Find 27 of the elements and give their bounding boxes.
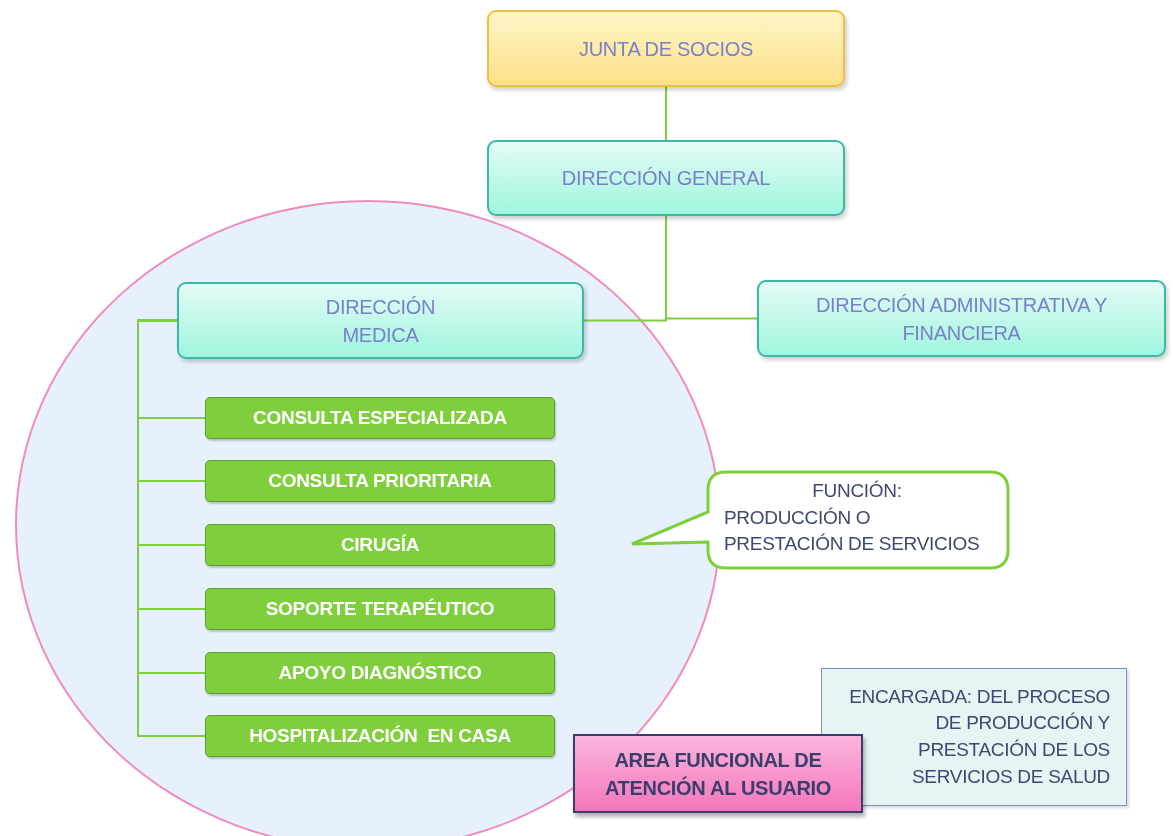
unit-box [205,524,555,566]
title-box [573,734,863,813]
node-label: CONSULTA PRIORITARIA [268,468,492,493]
department-box [177,282,584,359]
node-label: APOYO DIAGNÓSTICO [278,660,482,685]
node-label: AREA FUNCIONAL DE ATENCIÓN AL USUARIO [603,747,833,801]
header-box [487,10,845,87]
callout-text: PRODUCCIÓN O PRESTACIÓN DE SERVICIOS [724,505,981,557]
unit-box [205,460,555,502]
department-box [757,280,1166,357]
node-label: CIRUGÍA [340,532,420,557]
node-label: ENCARGADA: DEL PROCESO DE PRODUCCIÓN Y PRESTACIÓN DE LOS SERVICIOS DE SALUD [848,684,1110,789]
node-label: DIRECCIÓN MEDICA [324,294,437,348]
node-label: SOPORTE TERAPÉUTICO [265,596,495,621]
node-label: DIRECCIÓN ADMINISTRATIVA Y FINANCIERA [814,292,1109,346]
node-label: JUNTA DE SOCIOS [578,36,753,62]
node-label: CONSULTA ESPECIALIZADA [253,405,507,430]
unit-box [205,588,555,630]
connector-line [137,319,206,737]
node-label: DIRECCIÓN GENERAL [561,166,771,191]
unit-box [205,715,555,757]
node-label: HOSPITALIZACIÓN EN CASA [249,723,511,748]
department-box [487,140,845,216]
unit-box [205,652,555,694]
connector-line [665,86,667,141]
callout-heading: FUNCIÓN: [812,479,902,503]
unit-box [205,397,555,439]
